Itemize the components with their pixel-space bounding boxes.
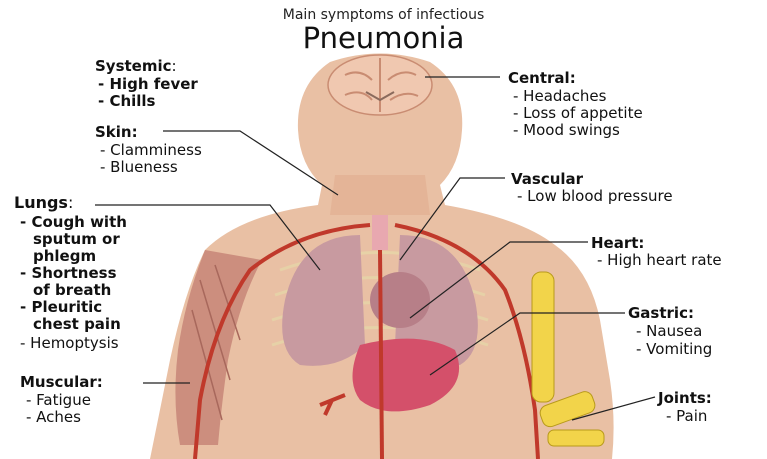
joints-item: - Pain	[666, 408, 707, 425]
lungs-item: - Hemoptysis	[20, 335, 119, 352]
central-item: - Mood swings	[513, 122, 620, 139]
systemic-item: - High fever	[98, 76, 198, 93]
systemic-colon: :	[172, 57, 177, 75]
vascular-heading: Vascular	[511, 171, 583, 188]
muscular-heading: Muscular:	[20, 374, 103, 391]
gastric-item: - Nausea	[636, 323, 702, 340]
gastric-item: - Vomiting	[636, 341, 712, 358]
muscular-item: - Fatigue	[26, 392, 91, 409]
lungs-item: - Shortness	[20, 265, 117, 282]
central-heading: Central:	[508, 70, 576, 87]
gastric-heading: Gastric:	[628, 305, 694, 322]
lungs-heading-row: Lungs:	[14, 194, 73, 211]
lungs-item: sputum or	[33, 231, 120, 248]
lungs-item: phlegm	[33, 248, 96, 265]
brain-icon	[328, 55, 432, 115]
muscular-item: - Aches	[26, 409, 81, 426]
page-title: Pneumonia	[0, 21, 767, 55]
skin-heading: Skin:	[95, 124, 138, 141]
lungs-item: - Pleuritic	[20, 299, 102, 316]
lungs-item: of breath	[33, 282, 111, 299]
heart-item: - High heart rate	[597, 252, 722, 269]
skin-item: - Blueness	[100, 159, 178, 176]
vascular-item: - Low blood pressure	[517, 188, 673, 205]
systemic-heading: Systemic	[95, 57, 172, 75]
neck	[330, 175, 430, 215]
trachea	[372, 215, 388, 250]
lungs-heading: Lungs	[14, 193, 68, 212]
systemic-item: - Chills	[98, 93, 156, 110]
skin-item: - Clamminess	[100, 142, 202, 159]
lungs-item: chest pain	[33, 316, 121, 333]
systemic-heading-row: Systemic:	[95, 58, 177, 75]
heart-heading: Heart:	[591, 235, 644, 252]
lungs-item: - Cough with	[20, 214, 127, 231]
lungs-colon: :	[68, 193, 73, 212]
joints-heading: Joints:	[658, 390, 712, 407]
central-item: - Headaches	[513, 88, 606, 105]
central-item: - Loss of appetite	[513, 105, 643, 122]
